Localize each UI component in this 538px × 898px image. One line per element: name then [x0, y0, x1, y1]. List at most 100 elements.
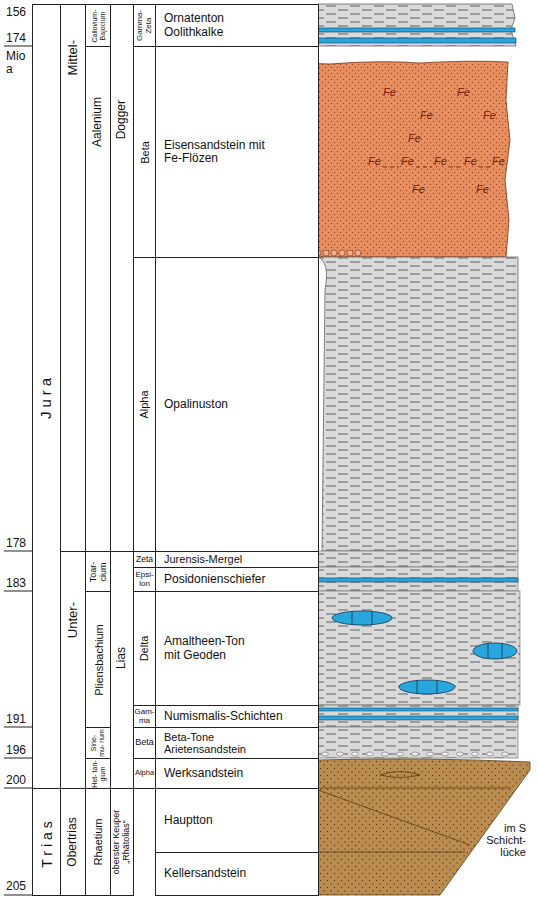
rotated-text-holder: Unter-: [61, 552, 85, 788]
zone-cell: Delta: [133, 591, 156, 706]
iron-mark: Fe: [412, 183, 425, 195]
unit-name: Eisensandstein mit Fe-Flözen: [164, 139, 274, 165]
unit-name: Callovium- Bajocium: [90, 5, 105, 46]
unit-name: Gam- ma: [134, 708, 155, 726]
rotated-text-holder: Alpha: [134, 258, 155, 551]
stage-cell: oberster Keuper „Rhätolias“: [110, 788, 134, 896]
iron-mark: Fe: [457, 86, 470, 98]
system-cell: Trias: [32, 788, 61, 896]
unit-name: Delta: [138, 636, 150, 662]
zone-cell: Alpha: [133, 758, 156, 789]
rotated-text-holder: Lias: [111, 552, 133, 788]
zone-cell: Beta: [133, 46, 156, 258]
stage-cell: Het- tan- gium: [85, 758, 111, 789]
rotated-text-holder: Trias: [33, 789, 60, 895]
stage-cell: Lias: [110, 551, 134, 789]
rotated-text-holder: Aalenium: [86, 47, 110, 551]
stage-cell: Toar- cium: [85, 551, 111, 592]
formation-band: Hauptton: [155, 788, 319, 853]
formation-band: Amaltheen-Ton mit Geoden: [155, 591, 319, 706]
age-number: 174: [6, 32, 26, 45]
age-number: 196: [6, 744, 26, 757]
age-number: 191: [6, 713, 26, 726]
formation-band: Numismalis-Schichten: [155, 705, 319, 728]
rotated-text-holder: Jura: [33, 5, 60, 788]
unit-name: Het- tan- gium: [90, 759, 105, 788]
zone-cell: Zeta: [133, 551, 156, 568]
age-number: 200: [6, 774, 26, 787]
iron-mark: Fe: [464, 155, 477, 167]
unit-name: Jura: [38, 374, 55, 419]
iron-mark: Fe: [368, 155, 381, 167]
unit-name: Mittel-: [66, 40, 80, 75]
iron-mark: Fe: [492, 155, 505, 167]
stage-cell: Dogger: [110, 4, 134, 552]
age-number: 156: [6, 6, 26, 19]
iron-mark: Fe: [408, 132, 421, 144]
unit-name: Alpha: [138, 390, 150, 418]
iron-mark: Fe: [420, 109, 433, 121]
unit-name: Unter-: [66, 602, 80, 638]
formation-band: Werksandstein: [155, 758, 319, 789]
system-cell: Mittel-: [60, 4, 86, 552]
unit-name: Aalenium: [91, 97, 104, 147]
unit-name: Lias: [115, 647, 128, 669]
unit-name: Alpha: [135, 769, 154, 777]
rotated-text-holder: Sine- mu- rium: [86, 728, 110, 758]
rotated-text-holder: Rhaetium: [86, 789, 110, 895]
unit-name: Gamma- Zeta: [136, 5, 154, 46]
unit-name: Obertrias: [66, 817, 79, 866]
unit-name: Werksandstein: [164, 767, 243, 780]
unit-name: Ornatenton Oolithkalke: [164, 12, 264, 38]
iron-mark: Fe: [434, 155, 447, 167]
zone-cell: Gam- ma: [133, 705, 156, 728]
unit-name: Dogger: [115, 100, 128, 139]
unit-name: Hauptton: [164, 814, 213, 827]
rotated-text-holder: Mittel-: [61, 5, 85, 551]
stage-cell: Sine- mu- rium: [85, 727, 111, 759]
age-number: 183: [6, 577, 26, 590]
unit-name: Kellersandstein: [164, 867, 246, 880]
unit-name: Rhaetium: [92, 818, 104, 865]
unit-name: Toar- cium: [88, 552, 108, 591]
rotated-text-holder: Beta: [134, 47, 155, 257]
iron-mark: Fe: [401, 155, 414, 167]
age-number: 178: [6, 537, 26, 550]
stage-cell: Pliensbachium: [85, 591, 111, 728]
formation-band: Opalinuston: [155, 257, 319, 552]
rotated-text-holder: Obertrias: [61, 789, 85, 895]
formation-band: Beta-Tone Arietensandstein: [155, 727, 319, 759]
age-number: Mio a: [6, 50, 30, 76]
system-cell: Jura: [32, 4, 61, 789]
rotated-text-holder: Toar- cium: [86, 552, 110, 591]
iron-mark: Fe: [483, 109, 496, 121]
system-cell: Unter-: [60, 551, 86, 789]
rotated-text-holder: Callovium- Bajocium: [86, 5, 110, 46]
formation-band: Ornatenton Oolithkalke: [155, 4, 319, 47]
unit-name: Trias: [39, 817, 54, 868]
unit-name: Zeta: [136, 555, 153, 564]
unit-name: Amaltheen-Ton mit Geoden: [164, 635, 264, 661]
system-cell: Obertrias: [60, 788, 86, 896]
formation-band: Eisensandstein mit Fe-Flözen: [155, 46, 319, 258]
rotated-text-holder: Pliensbachium: [86, 592, 110, 727]
zone-cell: Epsi- lon: [133, 567, 156, 592]
unit-name: Beta-Tone Arietensandstein: [164, 731, 294, 755]
unit-name: Posidonienschiefer: [164, 573, 265, 586]
iron-mark: Fe: [383, 86, 396, 98]
rotated-text-holder: Dogger: [111, 5, 133, 551]
rotated-text-holder: Het- tan- gium: [86, 759, 110, 788]
formation-band: Kellersandstein: [155, 852, 319, 896]
unit-name: Jurensis-Mergel: [164, 553, 242, 565]
age-number: 205: [6, 880, 26, 893]
stage-cell: Aalenium: [85, 46, 111, 552]
stage-cell: Callovium- Bajocium: [85, 4, 111, 47]
unit-name: Epsi- lon: [134, 571, 155, 589]
formation-band: Jurensis-Mergel: [155, 551, 319, 568]
stage-cell: Rhaetium: [85, 788, 111, 896]
rotated-text-holder: oberster Keuper „Rhätolias“: [111, 789, 133, 895]
zone-cell: Alpha: [133, 257, 156, 552]
gap-note: im S Schicht- lücke: [466, 822, 526, 858]
formation-band: Posidonienschiefer: [155, 567, 319, 592]
